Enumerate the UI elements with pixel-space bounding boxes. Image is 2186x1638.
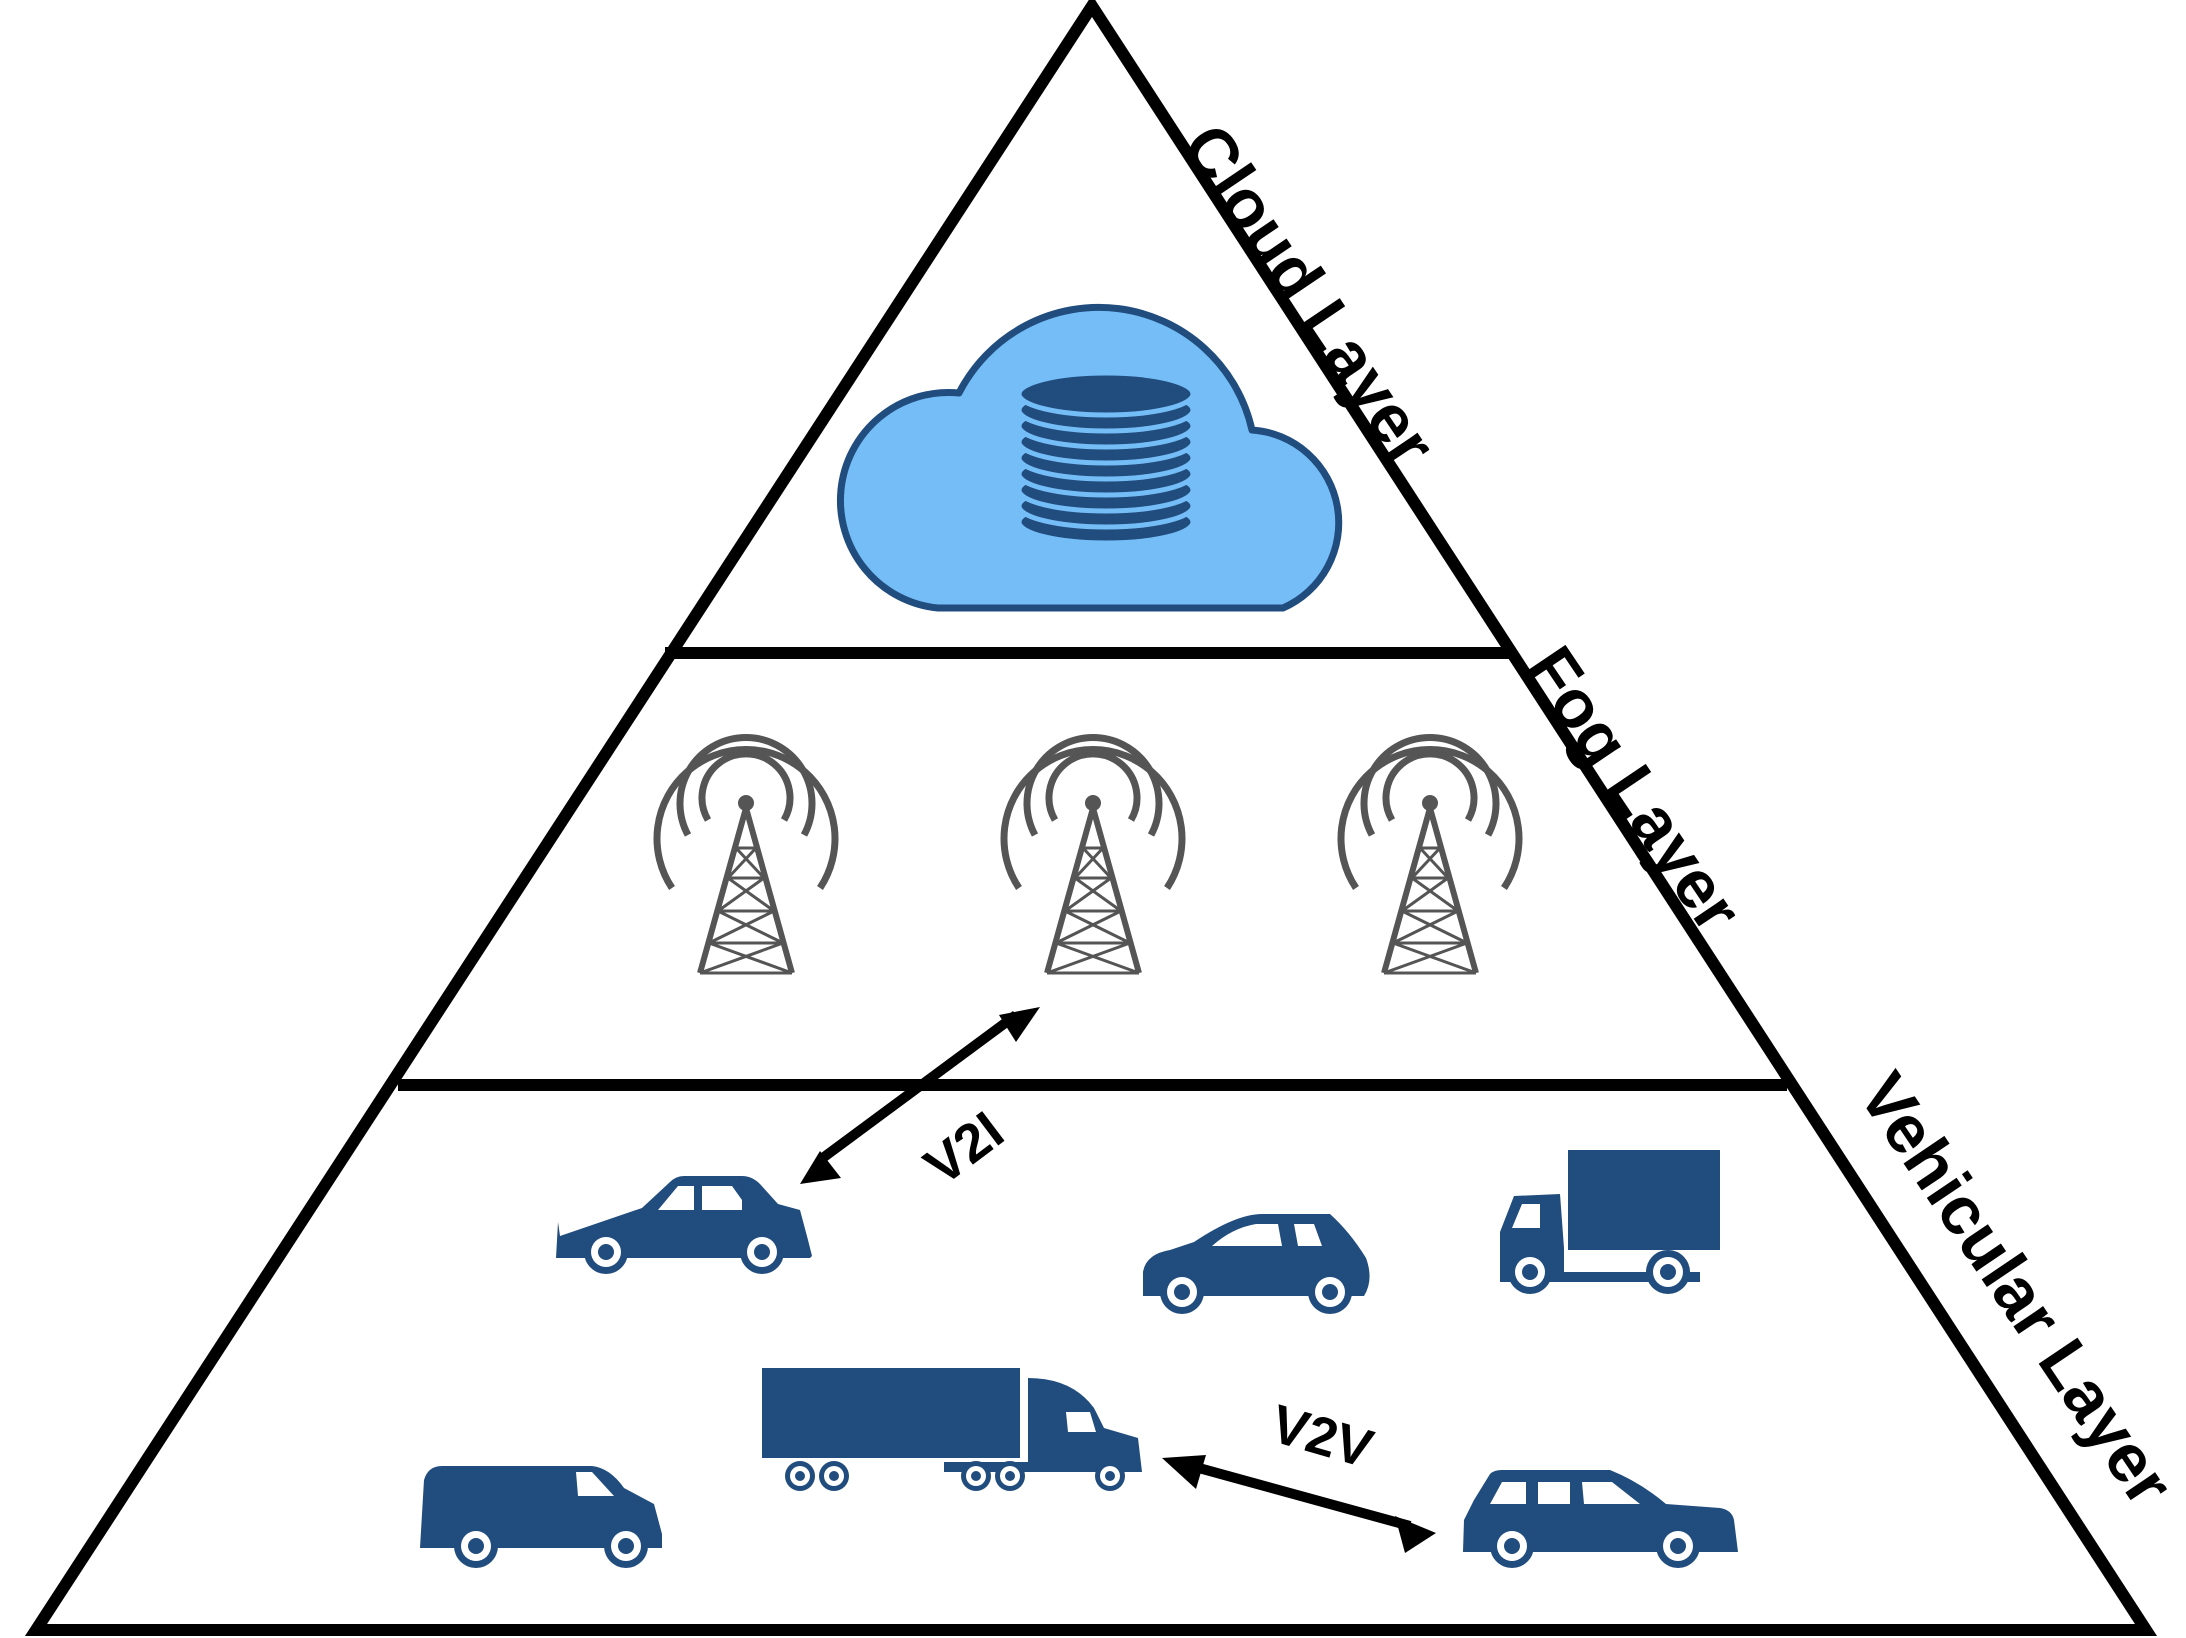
cloud-database-icon (837, 303, 1343, 612)
database-icon (1016, 370, 1196, 546)
hatchback-icon (1143, 1214, 1370, 1314)
fog-layer-label: Fog Layer (1512, 633, 1757, 945)
v2v-arrow (1162, 1455, 1436, 1553)
van-icon (420, 1466, 662, 1568)
radio-tower-icon (1341, 738, 1519, 973)
radio-tower-icon (1004, 738, 1182, 973)
semi-truck-icon (762, 1368, 1142, 1491)
v2i-arrow (800, 1007, 1040, 1184)
v2v-label: V2V (1265, 1394, 1380, 1480)
sedan-icon (556, 1176, 812, 1274)
v2i-label: V2I (914, 1100, 1015, 1197)
vehicular-layer-label: Vehicular Layer (1844, 1059, 2186, 1518)
pyramid-outline (24, 0, 2158, 1636)
station-wagon-icon (1463, 1470, 1738, 1568)
box-truck-icon (1500, 1150, 1720, 1294)
radio-tower-icon (657, 738, 835, 973)
